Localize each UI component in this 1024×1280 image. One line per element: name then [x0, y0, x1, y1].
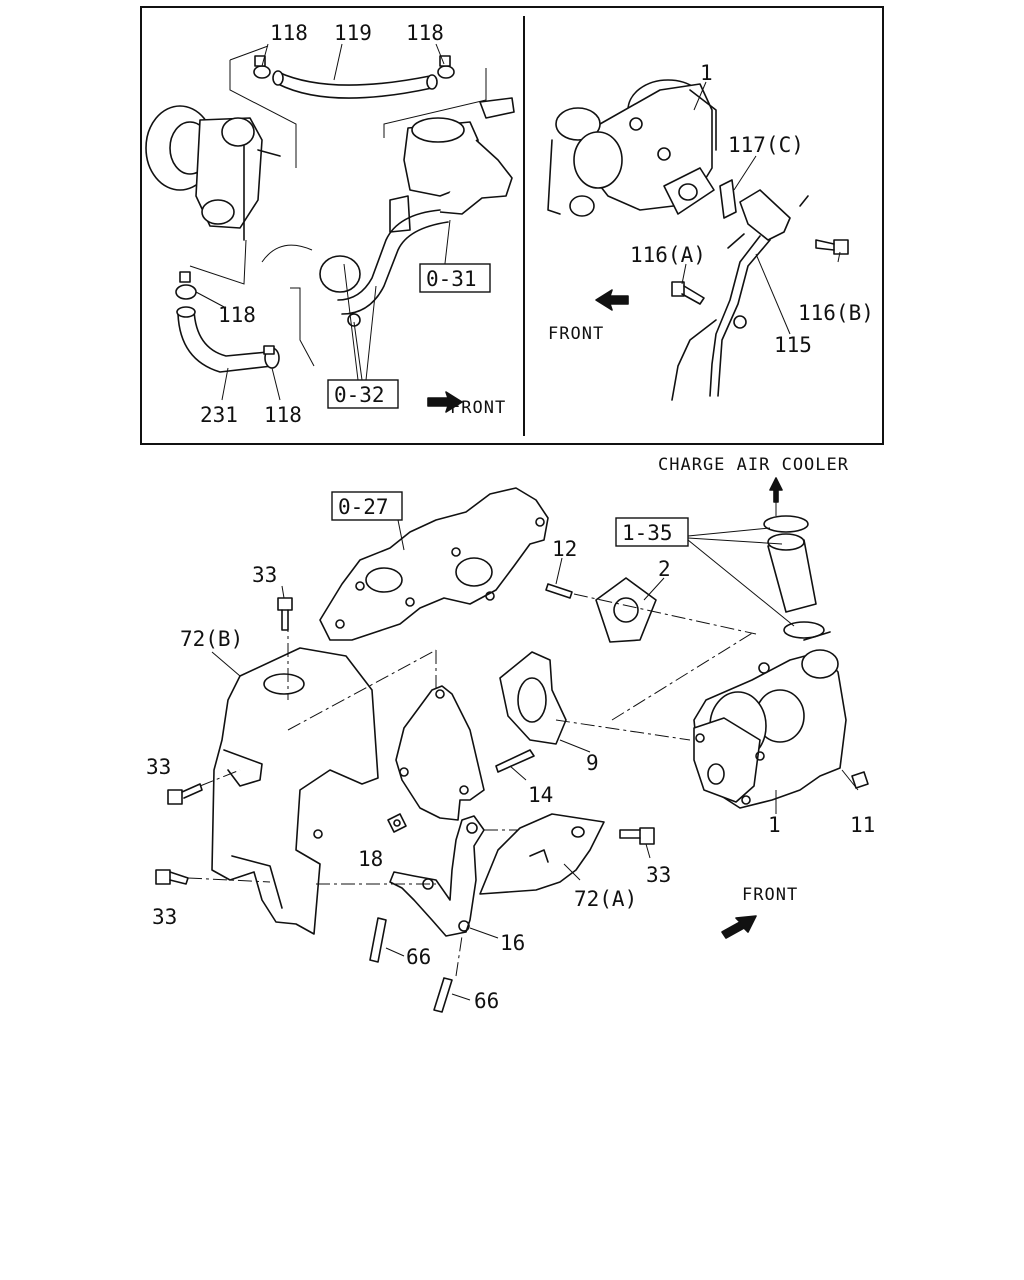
gasket-2 — [595, 577, 657, 643]
bracket-16 — [389, 815, 485, 937]
label-72b: 72(B) — [180, 627, 243, 651]
label-117c: 117(C) — [728, 133, 804, 157]
bolt-33-right — [619, 827, 655, 845]
heat-shield-72b — [211, 647, 379, 935]
front-label: FRONT — [742, 885, 798, 905]
bolt-33-left — [167, 783, 203, 805]
intercooler-hose — [763, 515, 825, 639]
label-118: 118 — [218, 303, 256, 327]
clamp-118-top-left — [253, 55, 271, 79]
label-118: 118 — [264, 403, 302, 427]
clamp-118-top-right — [437, 55, 455, 79]
label-115: 115 — [774, 333, 812, 357]
heat-shield-72a — [479, 813, 605, 895]
gasket-9 — [499, 651, 567, 745]
stud-12 — [545, 583, 573, 599]
bolt-33-top — [277, 597, 293, 631]
ref-1-35: 1-35 — [622, 521, 673, 545]
front-label: FRONT — [450, 398, 506, 418]
label-66: 66 — [406, 945, 431, 969]
label-33: 33 — [146, 755, 171, 779]
top-inset-frame — [140, 6, 884, 445]
gasket-117c — [663, 167, 737, 219]
stud-66-a — [369, 917, 387, 963]
label-1: 1 — [700, 61, 713, 85]
nut-11 — [851, 771, 869, 789]
label-9: 9 — [586, 751, 599, 775]
label-18: 18 — [358, 847, 383, 871]
bolt-33-bottom — [155, 869, 189, 885]
ref-0-32: 0-32 — [334, 383, 385, 407]
charge-air-cooler-label: CHARGE AIR COOLER — [658, 455, 849, 475]
label-116a: 116(A) — [630, 243, 706, 267]
top-right-panel: 1 117(C) 116(A) 116(B) 115 FRONT — [547, 61, 874, 401]
label-118: 118 — [270, 21, 308, 45]
hose-231 — [176, 306, 273, 373]
turbocharger-main — [693, 631, 847, 809]
egr-cooler-sketch — [389, 97, 515, 233]
label-231: 231 — [200, 403, 238, 427]
label-33: 33 — [152, 905, 177, 929]
up-arrow-icon — [769, 477, 783, 503]
label-116b: 116(B) — [798, 301, 874, 325]
label-33: 33 — [646, 863, 671, 887]
front-arrow-icon — [721, 915, 757, 939]
ref-0-31: 0-31 — [426, 267, 477, 291]
main-exploded-view: CHARGE AIR COOLER 0-27 12 — [146, 455, 875, 1013]
label-119: 119 — [334, 21, 372, 45]
label-118: 118 — [406, 21, 444, 45]
front-arrow-icon — [427, 391, 463, 413]
clamp-118-bottom — [263, 345, 280, 369]
front-label: FRONT — [548, 324, 604, 344]
label-12: 12 — [552, 537, 577, 561]
label-2: 2 — [658, 557, 671, 581]
label-72a: 72(A) — [574, 887, 637, 911]
top-left-panel: 118 119 118 118 231 118 0-31 0-32 FRONT — [145, 21, 515, 427]
label-11: 11 — [850, 813, 875, 837]
label-33: 33 — [252, 563, 277, 587]
label-14: 14 — [528, 783, 553, 807]
label-66: 66 — [474, 989, 499, 1013]
label-1: 1 — [768, 813, 781, 837]
bolt-116b — [815, 239, 849, 255]
stud-66-b — [433, 977, 453, 1013]
bolt-116a — [671, 281, 705, 305]
nut-18 — [387, 813, 407, 833]
hose-119 — [272, 70, 438, 99]
turbocharger-left-sketch — [145, 105, 281, 241]
exhaust-manifold — [319, 487, 549, 641]
label-16: 16 — [500, 931, 525, 955]
clamp-118-mid — [175, 271, 197, 300]
bracket-center — [395, 685, 485, 821]
oil-pipe-115 — [671, 189, 809, 401]
front-arrow-icon — [595, 289, 629, 311]
ref-0-27: 0-27 — [338, 495, 389, 519]
water-pipe — [319, 209, 449, 327]
stud-14 — [495, 749, 535, 773]
